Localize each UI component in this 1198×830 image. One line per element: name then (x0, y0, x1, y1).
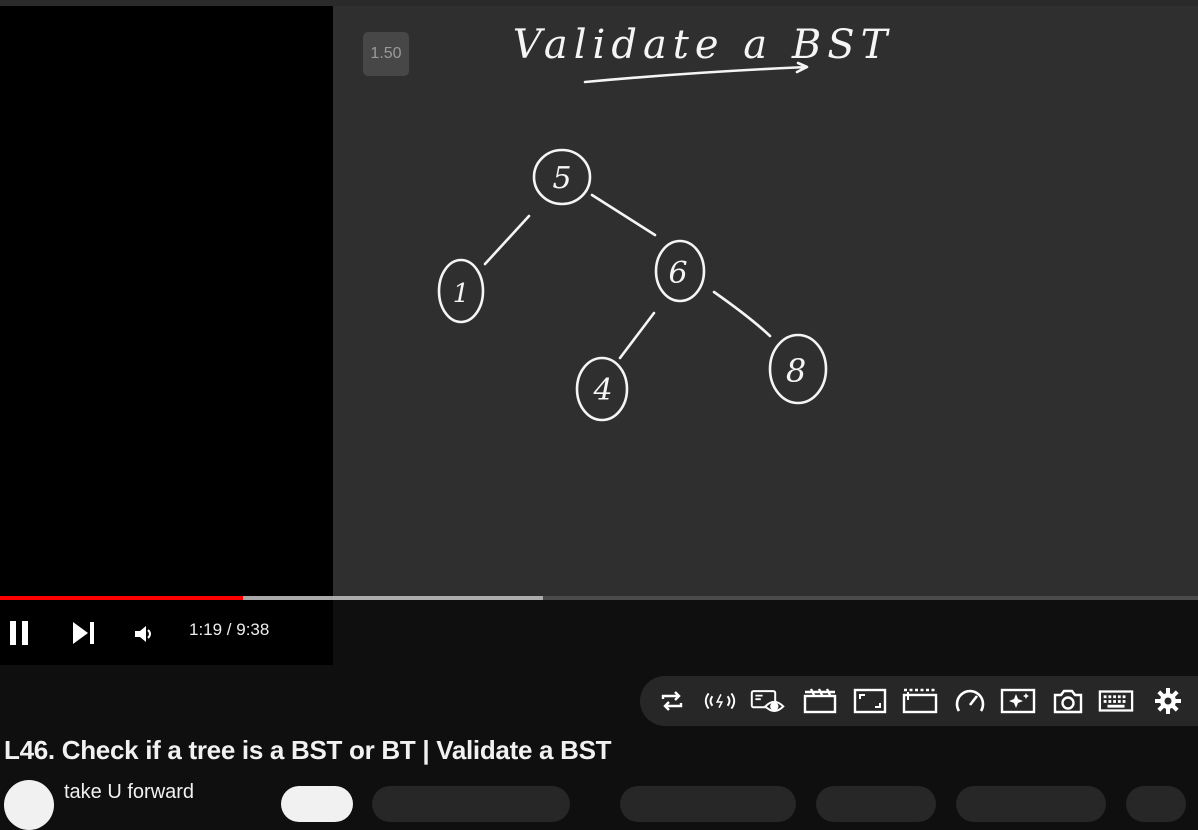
node-label-8: 8 (786, 352, 806, 390)
node-label-4: 4 (592, 373, 612, 408)
progress-buffered (0, 596, 544, 600)
live-icon (704, 692, 736, 710)
next-icon (73, 622, 94, 644)
clapper-icon (803, 688, 837, 714)
watch-icon (750, 690, 785, 712)
edge-6-4 (618, 311, 656, 360)
mute-button[interactable] (130, 620, 158, 648)
keyboard-icon (1098, 690, 1134, 712)
node-label-5: 5 (552, 161, 571, 196)
speed-button[interactable] (952, 686, 988, 716)
action-pill-1[interactable] (372, 786, 570, 822)
node-circle-8 (768, 333, 828, 405)
pause-button[interactable] (4, 618, 34, 648)
volume-icon (135, 626, 151, 642)
time-display: 1:19 / 9:38 (189, 620, 270, 639)
loop-icon (661, 691, 683, 711)
screenshot-button[interactable] (1050, 686, 1086, 716)
progress-bar[interactable] (0, 596, 1198, 600)
settings-button[interactable] (1150, 686, 1186, 716)
theater-icon (902, 688, 938, 714)
edge-6-8 (712, 290, 772, 338)
next-button[interactable] (68, 618, 98, 648)
extension-toolbar (640, 676, 1198, 726)
video-title: L46. Check if a tree is a BST or BT | Va… (4, 735, 612, 765)
whiteboard-drawing: Validate a BST 5 1 6 4 8 (437, 22, 894, 422)
node-circle-1 (437, 258, 485, 324)
node-circle-6 (654, 239, 706, 303)
player-bottom-area (333, 596, 1198, 665)
whiteboard: Validate a BST 5 1 6 4 8 (333, 6, 1198, 596)
node-label-6: 6 (668, 256, 687, 291)
live-button[interactable] (702, 686, 738, 716)
loop-button[interactable] (654, 686, 690, 716)
action-pill-4[interactable] (956, 786, 1106, 822)
keyboard-button[interactable] (1098, 686, 1134, 716)
speed-icon (955, 689, 985, 712)
channel-avatar[interactable] (4, 780, 54, 830)
subscribe-button[interactable] (281, 786, 353, 822)
watch-button[interactable] (750, 686, 786, 716)
channel-name[interactable]: take U forward (64, 781, 195, 803)
theater-button[interactable] (902, 686, 938, 716)
node-label-1: 1 (453, 279, 470, 309)
action-pill-5[interactable] (1126, 786, 1186, 822)
progress-played (0, 596, 243, 600)
edge-5-1 (483, 214, 531, 266)
speed-badge: 1.50 (363, 32, 409, 76)
enhance-button[interactable] (1000, 686, 1036, 716)
player-controls: 1:19 / 9:38 (0, 604, 333, 664)
pause-icon (10, 621, 28, 645)
heading-underline (583, 61, 809, 84)
camera-icon (1053, 689, 1083, 714)
sparkle-icon (1000, 688, 1036, 714)
board-heading: Validate a BST (513, 22, 894, 68)
video-player[interactable]: Validate a BST 5 1 6 4 8 1.50 (0, 6, 1198, 665)
node-circle-4 (575, 356, 629, 422)
top-strip (0, 0, 1198, 6)
action-pill-3[interactable] (816, 786, 936, 822)
size-button[interactable] (852, 686, 888, 716)
video-letterbox (0, 6, 333, 665)
clapper-button[interactable] (802, 686, 838, 716)
size-icon (853, 688, 887, 714)
node-circle-5 (532, 148, 592, 206)
gear-icon (1155, 688, 1181, 714)
edge-5-6 (590, 193, 657, 237)
action-pill-2[interactable] (620, 786, 796, 822)
